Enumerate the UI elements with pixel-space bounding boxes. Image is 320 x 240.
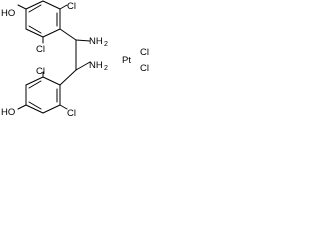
amine-subscript-top: 2 [104, 41, 108, 48]
amine-subscript-bottom: 2 [104, 65, 108, 72]
substituent-bonds [17, 4, 91, 110]
chlorine-label-bottom-right: Cl [67, 108, 76, 119]
chlorine-label-bottom-left: Cl [36, 66, 45, 77]
hydroxyl-label-top: HO [1, 8, 15, 19]
amine-label-bottom: NH [89, 60, 103, 71]
atom-labels: HO Cl Cl NH 2 NH 2 Pt Cl Cl Cl HO Cl [1, 1, 149, 119]
amine-label-top: NH [89, 36, 103, 47]
chlorine-label-pt-top: Cl [140, 47, 149, 58]
chlorine-label-pt-bottom: Cl [140, 63, 149, 74]
lower-benzene-ring [25, 76, 61, 114]
upper-benzene-ring [25, 0, 61, 38]
hydroxyl-label-bottom: HO [1, 107, 15, 118]
chlorine-label-top-left: Cl [36, 44, 45, 55]
chemical-structure: HO Cl Cl NH 2 NH 2 Pt Cl Cl Cl HO Cl [1, 0, 149, 119]
chlorine-label-top-right: Cl [67, 1, 76, 12]
platinum-label: Pt [122, 55, 131, 66]
